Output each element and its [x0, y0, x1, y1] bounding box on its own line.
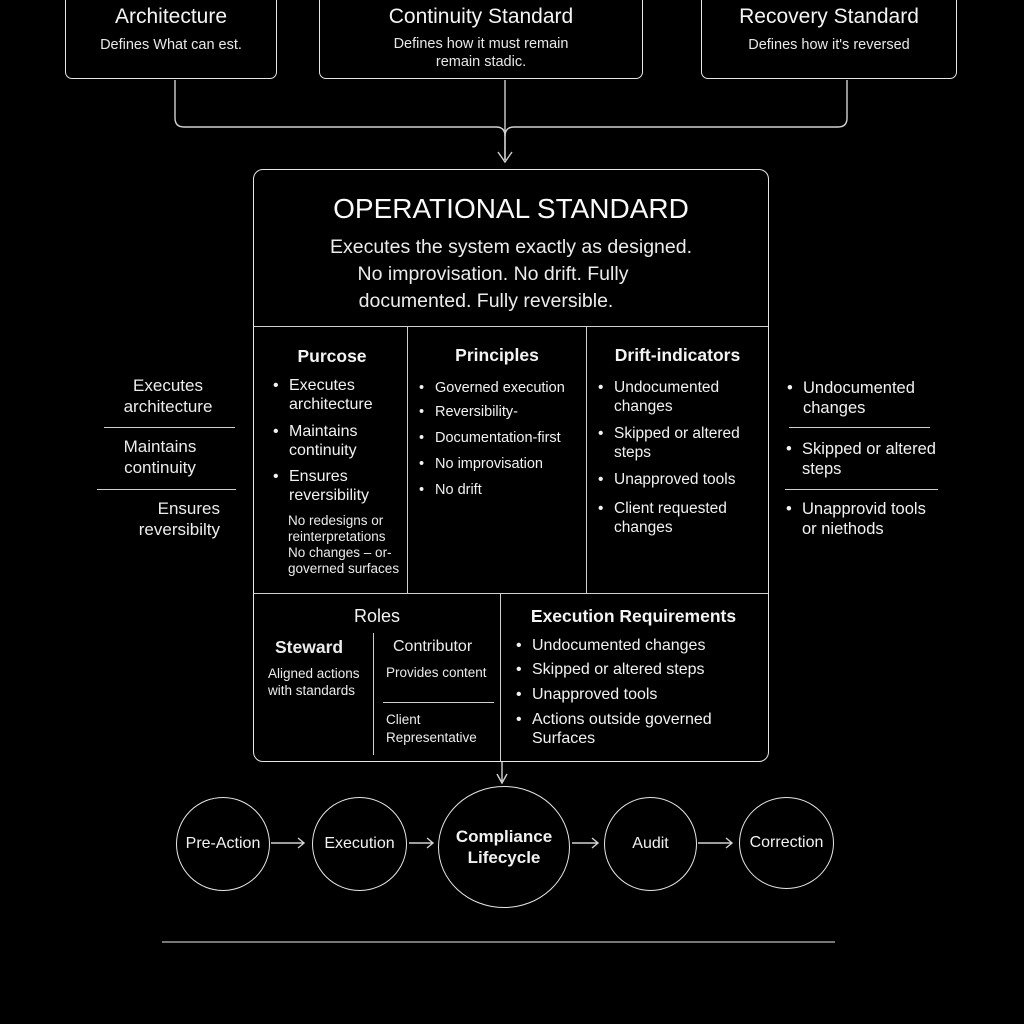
list-item: Skipped or altered steps [598, 424, 758, 462]
main-description-line-3: documented. Fully reversible. [358, 290, 614, 312]
list-item: Actions outside governed Surfaces [516, 710, 756, 748]
roles-divider [500, 593, 501, 761]
purpose-list: Executes architecture Maintains continui… [273, 376, 403, 505]
list-item: No improvisation [419, 455, 584, 473]
contributor-title: Contributor [393, 638, 473, 655]
right-side-list: Undocumented changes [787, 378, 937, 418]
list-item: Maintains continuity [273, 422, 403, 460]
right-side-list-3: Unapprovid tools or niethods [786, 499, 936, 539]
list-item: Governed execution [419, 379, 584, 397]
arrow-3 [572, 837, 600, 849]
right-side-divider-2 [785, 489, 938, 490]
column-divider-2 [586, 326, 587, 593]
steward-description: Aligned actions with standards [268, 666, 360, 698]
operational-standard-box [253, 169, 769, 762]
arrow-1 [271, 837, 306, 849]
principles-heading: Principles [455, 345, 539, 365]
execution-requirements-list: Undocumented changes Skipped or altered … [516, 636, 756, 748]
purpose-note-line-1: No redesigns or [288, 513, 384, 528]
architecture-subtitle: Defines What can est. [100, 37, 242, 53]
architecture-title: Architecture [114, 5, 228, 28]
main-divider-middle [254, 593, 768, 594]
purpose-heading: Purcose [297, 346, 367, 366]
arrow-4 [698, 837, 734, 849]
purpose-note-line-3: No changes – or- [288, 545, 392, 560]
continuity-standard-box: Continuity Standard Defines how it must … [319, 0, 643, 79]
right-side-divider-1 [789, 427, 930, 428]
execution-requirements-heading: Execution Requirements [530, 606, 737, 626]
recovery-title: Recovery Standard [739, 5, 919, 28]
lifecycle-compliance: Compliance Lifecycle [438, 786, 570, 908]
main-description-line-1: Executes the system exactly as designed. [329, 236, 693, 258]
purpose-note: No redesigns or reinterpretations No cha… [288, 513, 399, 577]
merge-arrowhead [497, 151, 513, 164]
left-side-divider-1 [104, 427, 235, 428]
lifecycle-audit: Audit [604, 797, 697, 891]
recovery-standard-box: Recovery Standard Defines how it's rever… [701, 0, 957, 79]
list-item: Undocumented changes [787, 378, 937, 418]
roles-contributor-divider [383, 702, 494, 703]
left-side-item-1: Executes architecture [123, 376, 213, 416]
main-divider-top [254, 326, 768, 327]
roles-heading: Roles [353, 606, 401, 626]
column-divider-1 [407, 326, 408, 593]
lifecycle-pre-action: Pre-Action [176, 797, 270, 891]
list-item: Reversibility- [419, 403, 584, 421]
list-item: Ensures reversibility [273, 467, 403, 505]
list-item: Undocumented changes [598, 378, 758, 416]
lifecycle-execution: Execution [312, 797, 407, 891]
lifecycle-correction: Correction [739, 797, 834, 889]
left-side-divider-2 [97, 489, 236, 490]
drift-indicators-heading: Drift-indicators [614, 345, 741, 365]
list-item: Client requested changes [598, 499, 758, 537]
drift-indicators-list: Undocumented changes Skipped or altered … [598, 378, 758, 537]
down-arrowhead [496, 773, 508, 785]
right-side-list-2: Skipped or altered steps [786, 439, 936, 479]
list-item: Skipped or altered steps [516, 660, 756, 679]
list-item: Skipped or altered steps [786, 439, 936, 479]
architecture-box: Architecture Defines What can est. [65, 0, 277, 79]
list-item: Documentation-first [419, 429, 584, 447]
architecture-connector [174, 80, 506, 160]
list-item: Undocumented changes [516, 636, 756, 655]
left-side-item-3: Ensures reversibilty [138, 499, 220, 539]
continuity-title: Continuity Standard [388, 5, 574, 28]
list-item: Unapproved tools [598, 470, 758, 489]
recovery-connector [504, 80, 848, 137]
contributor-description: Provides content [386, 665, 487, 680]
purpose-note-line-2: reinterpretations [288, 529, 386, 544]
list-item: Executes architecture [273, 376, 403, 414]
list-item: Unapprovid tools or niethods [786, 499, 936, 539]
roles-inner-divider [373, 633, 374, 755]
steward-title: Steward [275, 637, 344, 657]
principles-list: Governed execution Reversibility- Docume… [419, 379, 584, 499]
left-side-item-2: Maintains continuity [123, 437, 197, 477]
purpose-note-line-4: governed surfaces [288, 561, 400, 576]
recovery-subtitle: Defines how it's reversed [748, 37, 910, 53]
list-item: No drift [419, 481, 584, 499]
list-item: Unapproved tools [516, 685, 756, 704]
continuity-subtitle: Defines how it must remain remain stadic… [393, 36, 569, 70]
arrow-2 [409, 837, 435, 849]
client-representative: Client Representative [386, 712, 477, 745]
main-title: OPERATIONAL STANDARD [333, 193, 689, 224]
main-description-line-2: No improvisation. No drift. Fully [357, 263, 629, 285]
